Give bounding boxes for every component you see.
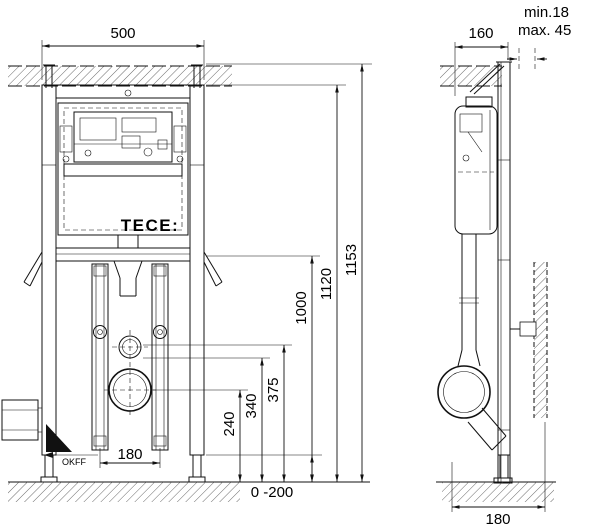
side-foot xyxy=(493,454,513,484)
side-dimensions: 160 min.18 max. 45 180 xyxy=(451,4,571,528)
front-frame xyxy=(23,84,223,456)
frame-feet xyxy=(40,454,206,483)
dim-width-top-label: 500 xyxy=(110,25,135,42)
ceiling-hanger-rods xyxy=(43,64,203,88)
dim-frame-height-label: 1120 xyxy=(318,268,335,300)
dim-bolt-spacing-label: 180 xyxy=(117,446,142,463)
floor-reference-marker: OKFF xyxy=(44,424,98,467)
front-dimensions: 500 240 340 375 1000 1120 1153 1 xyxy=(41,25,372,501)
wall-anchor-bolt xyxy=(519,321,537,337)
front-floor-section xyxy=(8,481,370,502)
dim-foot-adjust-label: 0 -200 xyxy=(251,484,294,501)
dim-depth-bottom-label: 180 xyxy=(485,511,510,528)
dim-flush-height-label: 1000 xyxy=(293,291,310,324)
side-view: 160 min.18 max. 45 180 xyxy=(436,4,571,528)
dim-total-height-label: 1153 xyxy=(343,244,360,276)
side-floor-section xyxy=(436,481,556,502)
wall-distance-min-label: min.18 xyxy=(524,4,569,21)
side-ceiling-section xyxy=(440,65,502,87)
flush-pipe-front xyxy=(113,235,143,297)
drain-elbow-side xyxy=(437,365,507,451)
dim-supply-height-label: 375 xyxy=(265,377,282,402)
front-view: TECE: xyxy=(1,25,372,502)
finished-wall-section xyxy=(510,262,548,418)
front-ceiling-section xyxy=(8,65,232,87)
dim-depth-top-label: 160 xyxy=(468,25,493,42)
dim-drain-height-label: 240 xyxy=(221,411,238,436)
floor-reference-label: OKFF xyxy=(62,457,87,467)
cistern-side xyxy=(454,96,498,235)
floor-level-triangle xyxy=(46,424,72,452)
flush-pipe-side xyxy=(457,234,481,367)
left-connection-box xyxy=(1,399,43,441)
wall-distance-max-label: max. 45 xyxy=(518,22,571,39)
cistern-front xyxy=(57,89,189,236)
brand-logo: TECE: xyxy=(121,216,180,235)
center-lines xyxy=(104,330,156,416)
dim-mid-height-label: 340 xyxy=(243,393,260,418)
